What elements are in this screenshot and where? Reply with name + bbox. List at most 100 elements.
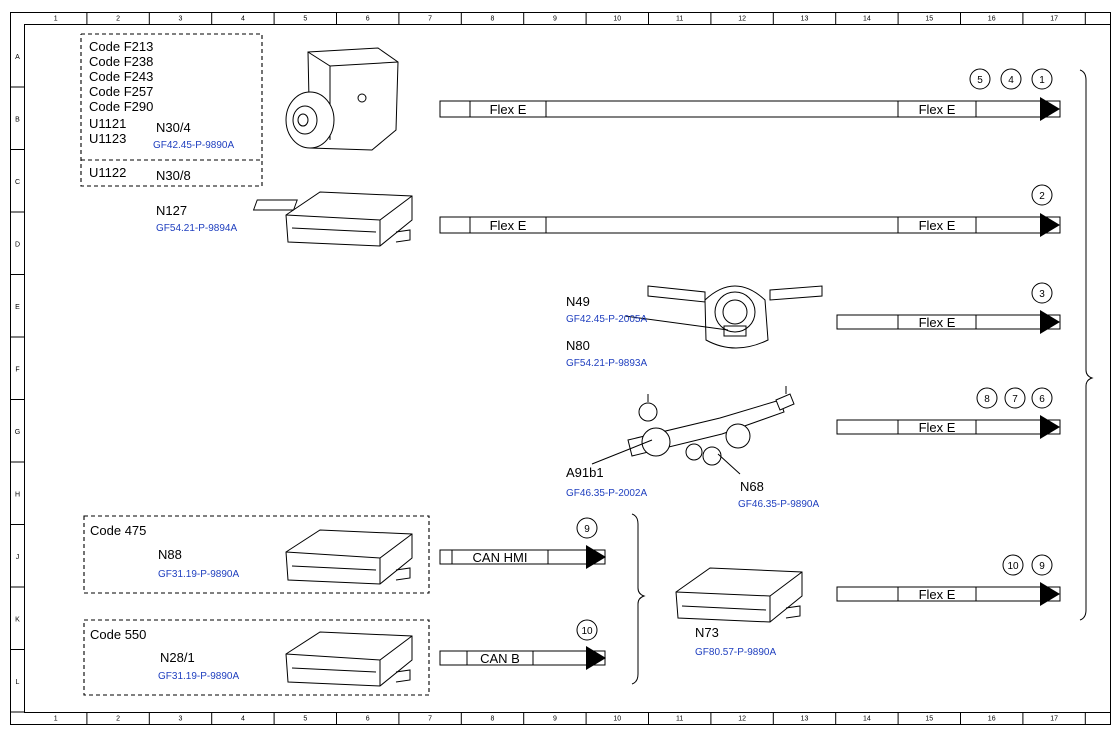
wire-flex-e-row4[interactable]: Flex E [836,415,1061,439]
label-a91b1: A91b1 [566,465,604,480]
grid-column-label: 17 [1050,716,1058,723]
ref-n127[interactable]: GF54.21-P-9894A [156,223,237,234]
marker: 5 [977,75,983,86]
fault-u1123: U1123 [89,131,126,146]
grid-column-label: 12 [738,716,746,723]
code-f290: Code F290 [89,99,153,114]
right-brace [1079,69,1094,621]
steering-rack-illustration [591,386,795,475]
grid-column-label: 5 [303,716,307,723]
fault-u1121: U1121 [89,116,126,131]
grid-row-label: G [15,429,20,436]
marker: 10 [581,626,593,637]
ref-n28-1[interactable]: GF31.19-P-9890A [158,671,239,682]
marker: 10 [1007,561,1019,572]
wire-label: Flex E [919,587,956,602]
label-n30-8: N30/8 [156,168,191,183]
label-n127: N127 [156,203,187,218]
wire-label: Flex E [919,102,956,117]
code-475-label: Code 475 [90,523,146,538]
ref-n88[interactable]: GF31.19-P-9890A [158,569,239,580]
wire-label: Flex E [919,420,956,435]
wire-label: CAN HMI [473,550,528,565]
ref-n80[interactable]: GF54.21-P-9893A [566,358,647,369]
grid-column-label: 16 [988,716,996,723]
label-n49: N49 [566,294,590,309]
label-n73: N73 [695,625,719,640]
grid-column-label: 2 [116,716,120,723]
steering-switch-illustration [624,285,823,349]
grid-column-label: 10 [613,716,621,723]
grid-row-label: H [15,491,20,498]
grid-column-label: 6 [366,16,370,23]
ref-n30-4[interactable]: GF42.45-P-9890A [153,140,234,151]
marker-group-row2: 2 [1031,184,1053,206]
wire-can-b[interactable]: CAN B [439,646,606,670]
grid-row-label: L [16,679,20,686]
grid-column-label: 8 [491,16,495,23]
code-550-label: Code 550 [90,627,146,642]
wire-flex-e-row3[interactable]: Flex E [836,310,1061,334]
wire-label: Flex E [919,315,956,330]
marker-can-b: 10 [576,619,598,641]
label-n30-4: N30/4 [156,120,191,135]
grid-column-label: 11 [676,716,683,723]
grid-labels: 1122334455667788991010111112121313141415… [10,12,1086,725]
grid-column-label: 3 [179,16,183,23]
marker: 4 [1008,75,1014,86]
wire-flex-e-row2[interactable]: Flex E Flex E [439,213,1061,237]
marker-can-hmi: 9 [576,517,598,539]
wire-label: CAN B [480,651,520,666]
wire-can-hmi[interactable]: CAN HMI [439,545,606,569]
grid-column-label: 11 [676,16,683,23]
fault-u1122: U1122 [89,165,126,180]
grid-column-label: 16 [988,16,996,23]
grid-row-label: C [15,179,20,186]
grid-row-label: J [16,554,20,561]
ref-n49[interactable]: GF42.45-P-2005A [566,314,647,325]
grid-row-label: K [15,616,20,623]
code-f243: Code F243 [89,69,153,84]
grid-column-label: 5 [303,16,307,23]
grid-column-label: 15 [925,716,933,723]
grid-row-label: D [15,241,20,248]
marker: 7 [1012,394,1018,405]
code-box-top: Code F213 Code F238 Code F243 Code F257 … [80,33,263,187]
grid-column-label: 1 [54,716,58,723]
wire-label: Flex E [919,218,956,233]
n127-module-illustration [252,191,413,247]
grid-column-label: 4 [241,16,245,23]
grid-column-label: 7 [428,716,432,723]
code-box-475: Code 475 N88 GF31.19-P-9890A [83,515,430,594]
label-n80: N80 [566,338,590,353]
grid-column-label: 9 [553,716,557,723]
marker: 6 [1039,394,1045,405]
marker: 9 [584,524,590,535]
grid-column-label: 2 [116,16,120,23]
can-group-brace [631,513,646,685]
label-n28-1: N28/1 [160,650,195,665]
ref-n73[interactable]: GF80.57-P-9890A [695,647,776,658]
code-box-550: Code 550 N28/1 GF31.19-P-9890A [83,619,430,696]
inner-frame [24,24,1111,713]
grid-row-label: A [15,54,20,61]
grid-column-label: 13 [801,716,809,723]
ref-a91b1[interactable]: GF46.35-P-2002A [566,488,647,499]
n73-module-illustration [675,567,803,623]
marker: 1 [1039,75,1045,86]
ref-n68[interactable]: GF46.35-P-9890A [738,499,819,510]
wire-flex-e-row1[interactable]: Flex E Flex E [439,97,1061,121]
grid-row-label: E [15,304,20,311]
grid-row-label: F [15,366,19,373]
grid-row-label: B [15,116,20,123]
marker: 2 [1039,191,1045,202]
wire-flex-e-row5[interactable]: Flex E [836,582,1061,606]
grid-column-label: 1 [54,16,58,23]
marker-group-row4: 8 7 6 [976,387,1053,409]
grid-column-label: 3 [179,716,183,723]
code-f257: Code F257 [89,84,153,99]
marker: 3 [1039,289,1045,300]
code-f238: Code F238 [89,54,153,69]
bus-wires: Flex E Flex E Flex E Flex E Flex E Flex … [439,97,1061,670]
